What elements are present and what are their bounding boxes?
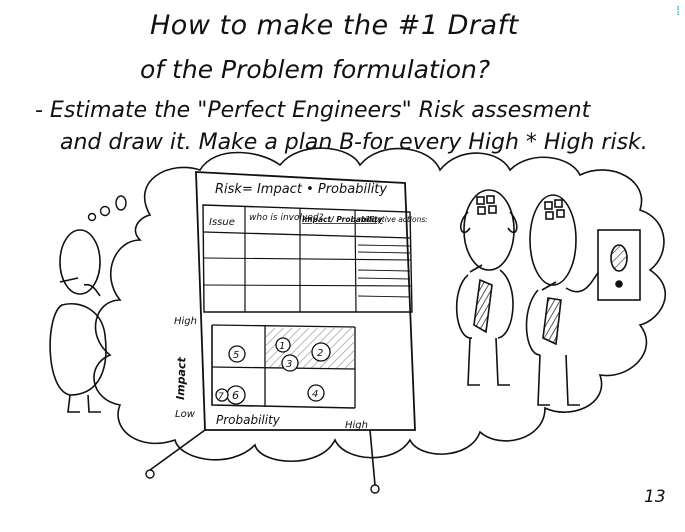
thought-bubbles [87, 195, 127, 222]
slide-title-line-1: How to make the #1 Draft [150, 10, 519, 41]
svg-text:4: 4 [312, 389, 318, 400]
engineer-figure-1 [455, 189, 518, 386]
y-high-label: High [174, 316, 197, 327]
bullet-line-1: - Estimate the "Perfect Engineers" Risk … [35, 98, 591, 123]
page-number: 13 [644, 487, 666, 507]
svg-text:6: 6 [232, 389, 239, 402]
risk-item-7: 7 [215, 388, 229, 402]
warning-sign [597, 229, 641, 301]
column-mitigative-actions: mitigative actions: [358, 215, 428, 224]
risk-matrix: High Impact Low Probability High 1 2 3 4… [174, 316, 368, 431]
y-axis-label: Impact [174, 356, 189, 400]
risk-item-6: 6 [226, 385, 246, 405]
x-axis-label: Probability [216, 413, 281, 427]
column-impact-probability: Impact/ Probability [302, 215, 384, 224]
thought-cloud [93, 147, 666, 462]
bullet-line-2: and draw it. Make a plan B-for every Hig… [60, 130, 648, 155]
svg-text:5: 5 [233, 350, 239, 361]
svg-text:2: 2 [317, 348, 323, 359]
svg-text:1: 1 [279, 341, 285, 352]
flip-chart-board: Risk= Impact • Probability Issue who is … [145, 171, 428, 494]
svg-text:3: 3 [286, 359, 292, 370]
corner-mark: ⁞ [676, 4, 681, 19]
column-involved: who is involved? [249, 213, 324, 223]
risk-formula: Risk= Impact • Probability [215, 182, 387, 197]
risk-item-1: 1 [275, 337, 291, 353]
engineer-figure-2 [525, 194, 601, 406]
slide-title-line-2: of the Problem formulation? [140, 55, 491, 84]
risk-item-2: 2 [311, 342, 331, 362]
thinking-person-figure [49, 229, 107, 413]
low-label: Low [175, 409, 196, 420]
svg-text:7: 7 [218, 392, 224, 402]
x-high-label: High [345, 420, 368, 431]
column-issue: Issue [209, 217, 235, 228]
risk-item-5: 5 [228, 345, 246, 363]
risk-item-3: 3 [281, 354, 299, 372]
risk-item-4: 4 [307, 384, 325, 402]
